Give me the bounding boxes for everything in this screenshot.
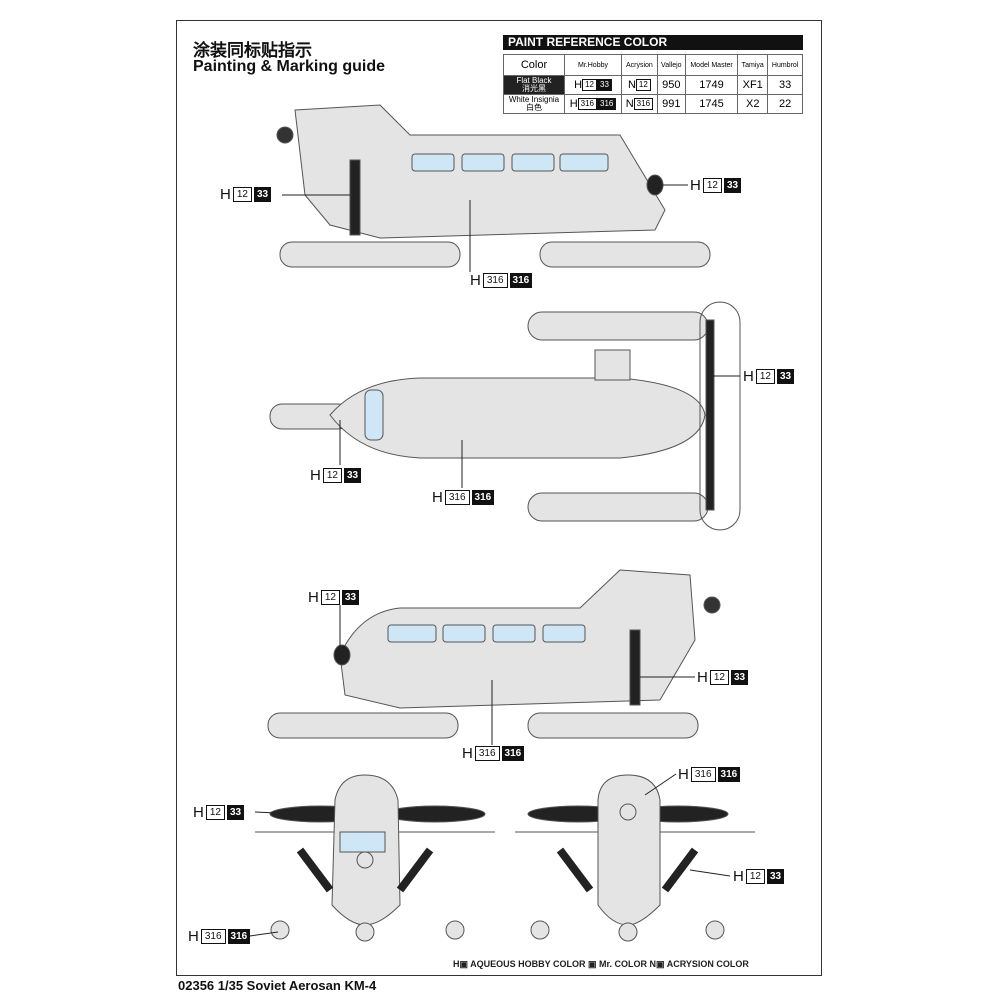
footer-kit-title: 02356 1/35 Soviet Aerosan KM-4 [178,978,377,993]
code-box: 316 [633,98,654,111]
callout-code: 12 [702,178,722,193]
callout-code-black: 316 [501,746,525,761]
leader-lines [249,184,740,937]
callout-prefix: H [462,745,473,762]
tamiya-cell: X2 [737,94,769,114]
callout-prefix: H [678,766,689,783]
paint-reference-table: Color Mr.Hobby Acrysion Vallejo Model Ma… [503,54,803,114]
callout-code-black: 316 [509,273,533,288]
callout-code: 12 [205,805,225,820]
callout-code: 12 [322,468,342,483]
callout-prefix: H [743,368,754,385]
prefix: N [627,78,636,91]
side-view-left [276,104,711,268]
humbrol-cell: 22 [767,94,803,114]
callout-code: 12 [755,369,775,384]
callout-code: 316 [444,490,470,505]
callout-prefix: H [188,928,199,945]
code-box-black: 316 [597,98,617,111]
color-name-cn: 白色 [526,103,542,112]
callout-code: 316 [474,746,500,761]
callout-prefix: H [193,804,204,821]
callout-prefix: H [310,467,321,484]
callout-code: 316 [200,929,226,944]
title-english: Painting & Marking guide [193,58,386,75]
paint-reference-heading: PAINT REFERENCE COLOR [503,35,803,50]
prefix: N [625,97,634,110]
callout-prefix: H [432,489,443,506]
callout-code-black: 33 [226,805,245,820]
title-chinese: 涂装同标贴指示 [193,41,312,60]
callout-prefix: H [220,186,231,203]
callout-code: 316 [482,273,508,288]
callout-code-black: 33 [723,178,742,193]
page-frame [176,20,822,976]
color-legend: H▣ AQUEOUS HOBBY COLOR ▣ Mr. COLOR N▣ AC… [453,959,749,969]
callout-code: 12 [709,670,729,685]
callout-code-black: 33 [341,590,360,605]
model-master-cell: 1749 [684,75,739,95]
callout-code-black: 33 [766,869,785,884]
tamiya-cell: XF1 [737,75,769,95]
code-box-black: 33 [597,79,612,92]
prefix: H [569,97,578,110]
callout-prefix: H [308,589,319,606]
prefix: H [574,78,583,91]
code-box: 12 [582,79,597,92]
callout-code: 316 [690,767,716,782]
callout-code: 12 [745,869,765,884]
callout-code-black: 33 [343,468,362,483]
callout-prefix: H [690,177,701,194]
code-box: 12 [635,79,651,92]
callout-code-black: 316 [471,490,495,505]
callout-code-black: 33 [776,369,795,384]
callout-code-black: 316 [227,929,251,944]
callout-prefix: H [733,868,744,885]
code-box: 316 [577,98,597,111]
callout-code-black: 316 [717,767,741,782]
side-view-right [267,569,721,739]
rear-view [515,774,755,942]
callout-code-black: 33 [730,670,749,685]
callout-code: 12 [320,590,340,605]
callout-prefix: H [470,272,481,289]
callout-code: 12 [232,187,252,202]
callout-code-black: 33 [253,187,272,202]
front-view [255,774,495,942]
model-master-cell: 1745 [684,94,739,114]
top-view [269,301,741,531]
color-name: Flat Black [516,76,552,85]
color-name: White Insignia [508,95,560,104]
callout-prefix: H [697,669,708,686]
color-name-cn: 消光黑 [522,84,546,93]
